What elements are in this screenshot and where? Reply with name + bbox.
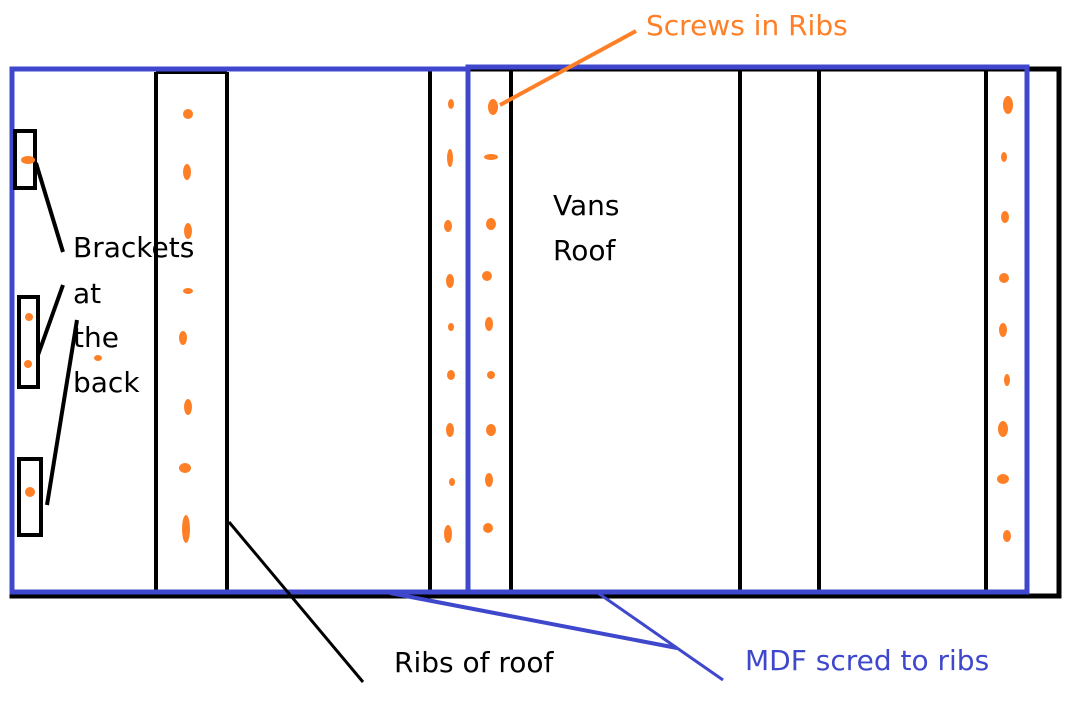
vans-roof-label-line2: Roof xyxy=(553,234,616,267)
bracket-1 xyxy=(13,129,37,190)
screw-icon xyxy=(482,271,492,281)
screw-icon xyxy=(484,154,498,160)
screw-icon xyxy=(21,156,35,164)
screw-icon xyxy=(179,331,187,345)
screw-icon xyxy=(488,99,498,115)
screw-icon xyxy=(444,525,452,543)
screw-icon xyxy=(448,323,454,331)
bracket-3 xyxy=(17,457,43,537)
screws-group xyxy=(21,96,1013,543)
screw-icon xyxy=(1001,152,1007,162)
brackets-label-line4: back xyxy=(73,366,140,399)
rib-2 xyxy=(428,70,513,593)
screw-icon xyxy=(998,421,1008,437)
screw-icon xyxy=(1004,374,1010,386)
screw-icon xyxy=(999,273,1009,283)
screw-icon xyxy=(446,423,454,437)
screw-icon xyxy=(24,360,32,368)
screw-icon xyxy=(447,149,453,167)
ribs-pointer-line xyxy=(227,521,365,683)
vans-roof-label-line1: Vans xyxy=(553,189,619,222)
brackets-label-line2: at xyxy=(73,277,101,310)
ribs-label: Ribs of roof xyxy=(394,646,555,679)
screw-icon xyxy=(179,463,191,473)
rib-1 xyxy=(154,70,229,593)
screw-icon xyxy=(447,370,455,380)
screw-icon xyxy=(183,288,193,294)
screws-label: Screws in Ribs xyxy=(646,9,848,42)
screw-icon xyxy=(1003,530,1011,542)
screw-icon xyxy=(487,371,495,379)
screw-icon xyxy=(184,399,192,415)
screw-icon xyxy=(94,355,102,361)
screw-icon xyxy=(485,473,493,487)
screw-icon xyxy=(486,218,496,230)
brackets-label-line1: Brackets xyxy=(73,231,194,264)
screw-icon xyxy=(183,109,193,119)
screw-icon xyxy=(25,313,33,321)
screw-icon xyxy=(997,474,1009,484)
mdf-label: MDF scred to ribs xyxy=(745,644,989,677)
screw-icon xyxy=(1001,211,1009,223)
screw-icon xyxy=(1003,96,1013,114)
screw-icon xyxy=(486,424,496,436)
screw-icon xyxy=(483,523,493,533)
mdf-pointer-line-1 xyxy=(389,591,678,650)
screw-icon xyxy=(183,164,191,180)
screw-icon xyxy=(448,99,454,109)
bracket-pointer-1 xyxy=(34,162,65,253)
bracket-2 xyxy=(17,295,40,389)
mdf-panel-right xyxy=(465,64,1030,595)
bracket-pointer-3 xyxy=(45,319,79,506)
brackets-label-line3: the xyxy=(73,321,119,354)
screw-icon xyxy=(444,220,452,232)
screw-icon xyxy=(485,317,493,331)
mdf-pointer-line-3 xyxy=(676,646,724,682)
van-roof-outline xyxy=(9,66,1062,599)
screw-icon xyxy=(446,274,454,288)
bracket-pointer-2 xyxy=(36,284,65,356)
rib-3 xyxy=(738,70,821,593)
screw-icon xyxy=(182,515,190,543)
screws-pointer-line xyxy=(499,29,637,107)
screw-icon xyxy=(184,223,192,239)
screw-icon xyxy=(25,487,35,497)
screw-icon xyxy=(449,478,455,486)
mdf-pointer-line-2 xyxy=(597,591,678,650)
screw-icon xyxy=(999,323,1007,337)
